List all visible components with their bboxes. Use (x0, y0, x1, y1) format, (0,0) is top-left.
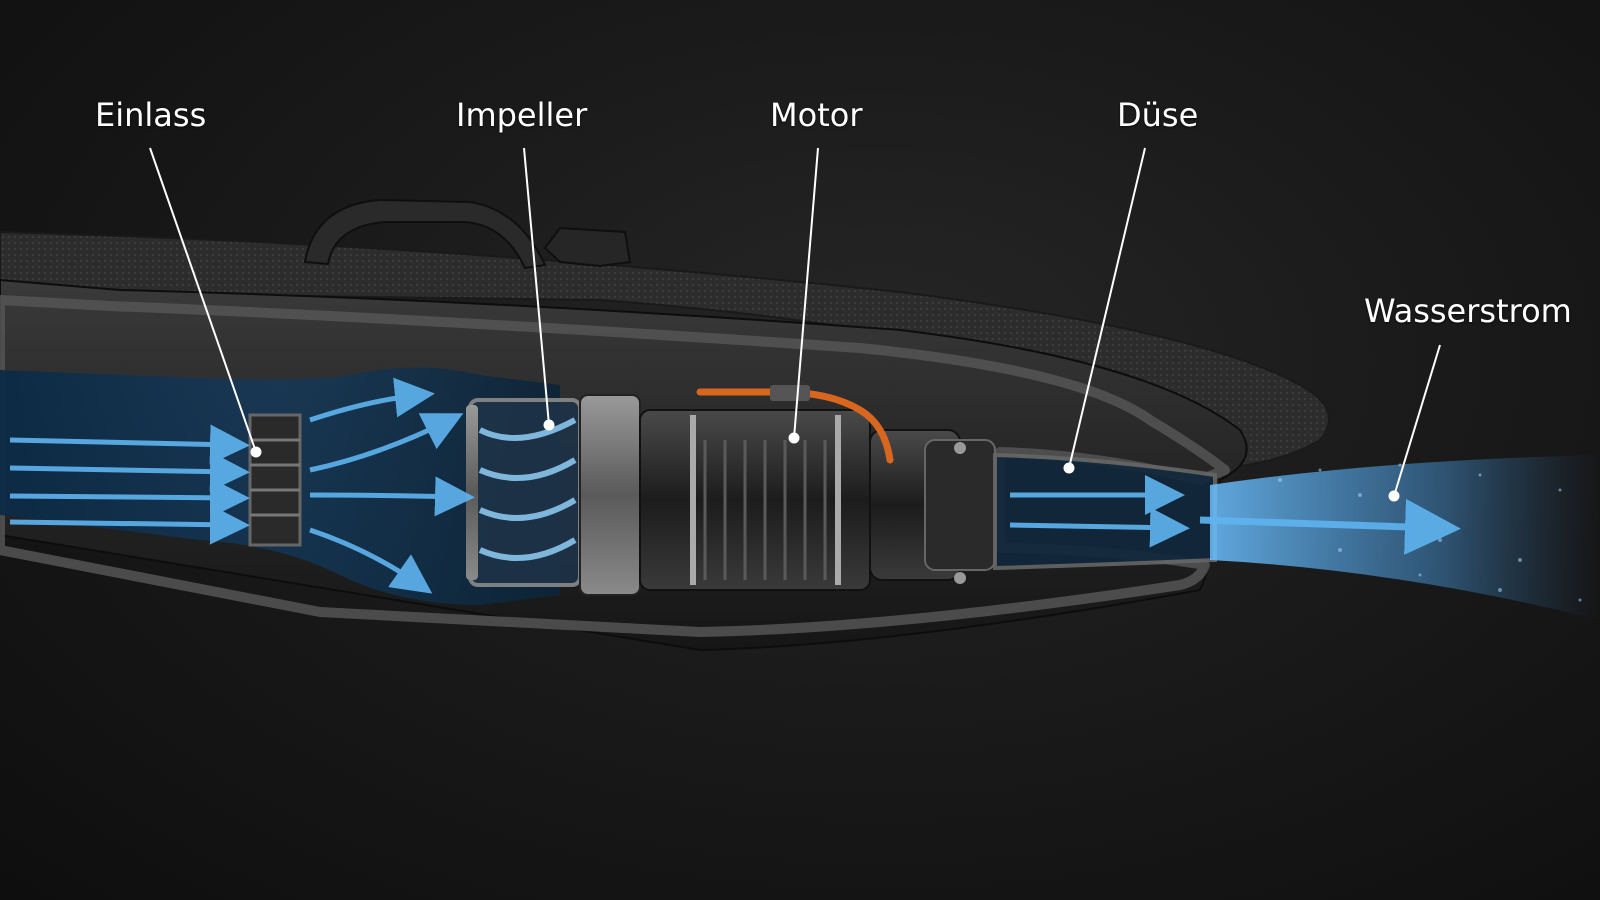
label-nozzle: Düse (1117, 96, 1199, 134)
coolant-fitting (770, 385, 810, 401)
impeller-assembly (466, 398, 582, 587)
motor-assembly (579, 394, 996, 596)
flow-arrows (9, 377, 1461, 594)
handle-mount (543, 226, 632, 268)
leader-lines (149, 147, 1441, 502)
label-water-jet: Wasserstrom (1364, 292, 1572, 330)
nozzle-section (993, 452, 1217, 571)
label-impeller: Impeller (456, 96, 588, 134)
intake-grate (248, 413, 302, 547)
water-jet-stream (1210, 455, 1600, 620)
label-motor: Motor (770, 96, 863, 134)
carry-handle (303, 198, 547, 270)
label-intake: Einlass (95, 96, 207, 134)
